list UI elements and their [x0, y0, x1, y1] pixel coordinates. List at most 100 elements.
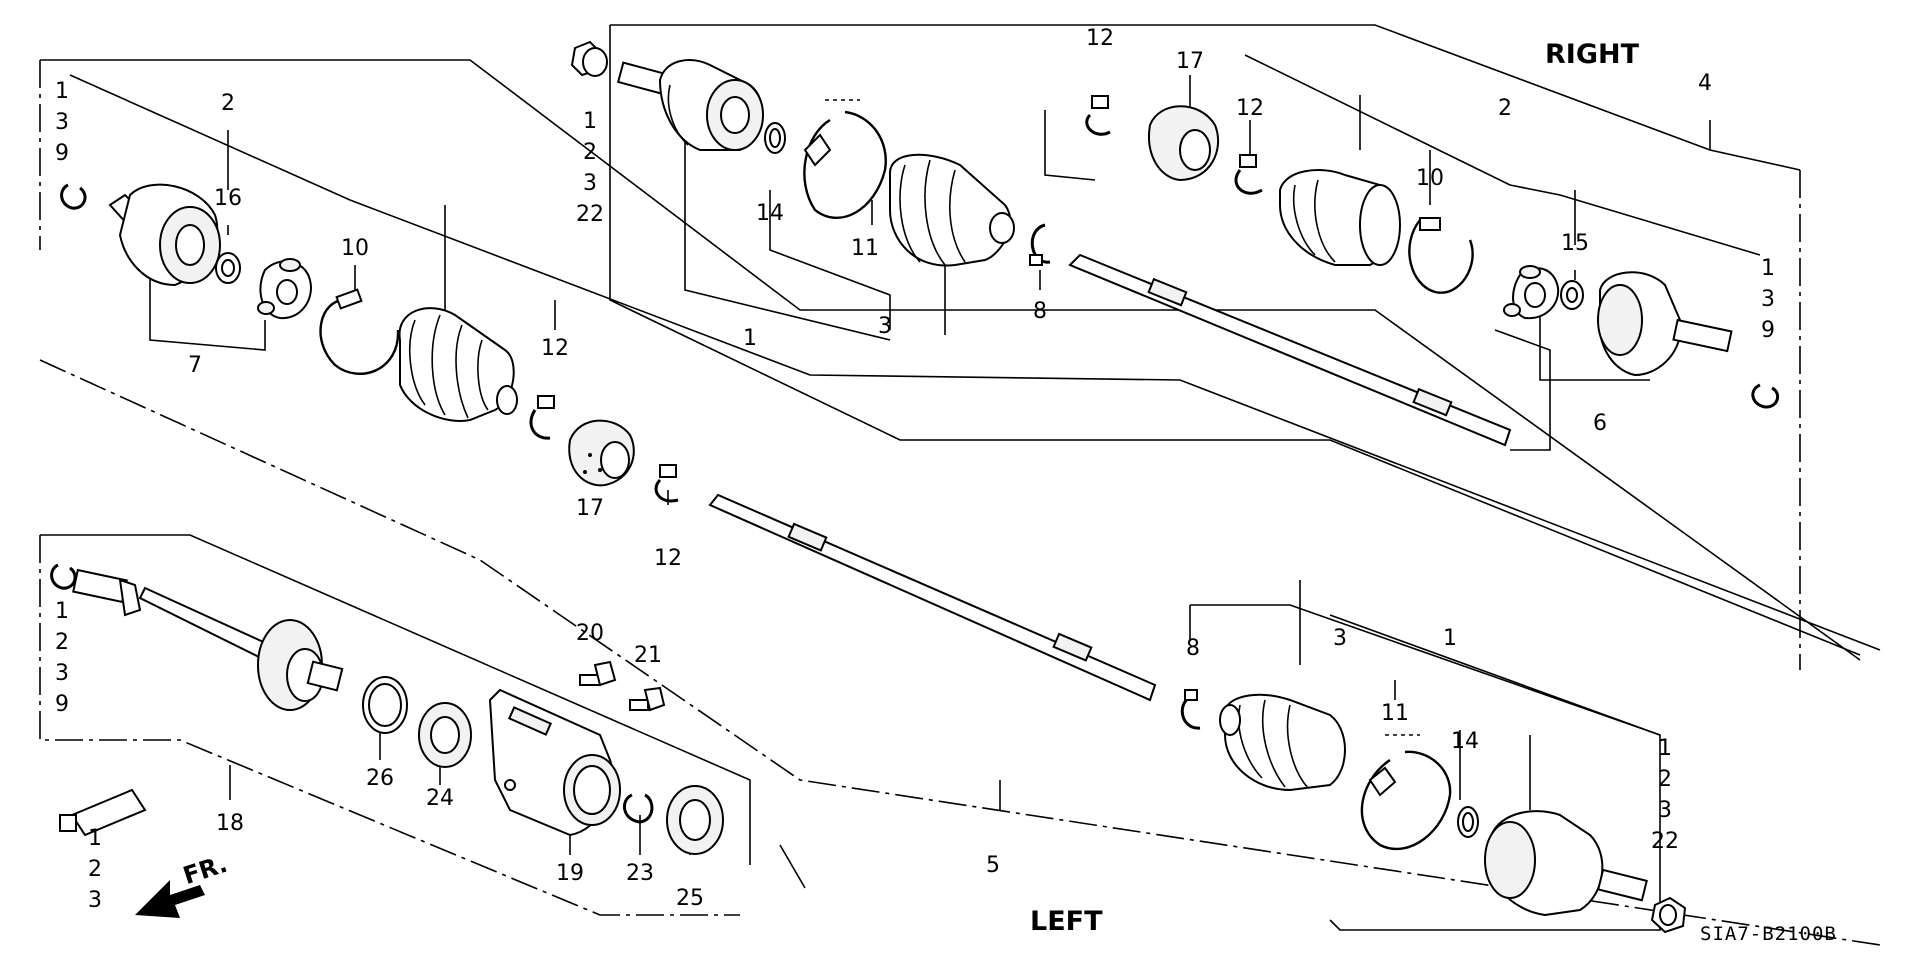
grease-tube — [59, 788, 147, 837]
label-left: LEFT — [1030, 906, 1103, 937]
callout-line: 9 — [55, 141, 69, 166]
callout-line: 1 — [1443, 626, 1457, 651]
spindle-nut-22-br — [1650, 896, 1687, 934]
callout-c-br-3: 3 — [1333, 626, 1347, 651]
callout-line: 1 — [1761, 256, 1775, 281]
tripod-spider-tl — [257, 258, 312, 320]
callout-line: 3 — [583, 171, 597, 196]
callout-line: 9 — [1761, 318, 1775, 343]
callout-c-tl-2: 2 — [221, 91, 235, 116]
callout-line: 11 — [1381, 701, 1409, 726]
callout-line: 22 — [576, 202, 604, 227]
callout-c-tl-a: 1 3 9 — [55, 79, 69, 166]
callout-c-tr-15: 15 — [1561, 231, 1589, 256]
label-right: RIGHT — [1545, 39, 1640, 70]
callout-line: 11 — [851, 236, 879, 261]
callout-c-br-14: 14 — [1451, 729, 1479, 754]
boot-clamp-12-tr-b — [1234, 154, 1263, 195]
callout-line: 7 — [188, 353, 202, 378]
callout-c-tr-4: 4 — [1698, 71, 1712, 96]
callout-line: 3 — [55, 110, 69, 135]
callout-line: 12 — [541, 336, 569, 361]
callout-line: 21 — [634, 643, 662, 668]
callout-c-br-1: 1 — [1443, 626, 1457, 651]
callout-line: 10 — [341, 236, 369, 261]
circlip-9-tr — [1751, 383, 1780, 409]
callout-line: 8 — [1186, 636, 1200, 661]
callout-c-tr-12b: 12 — [1236, 96, 1264, 121]
callout-line: 15 — [1561, 231, 1589, 256]
outer-joint-br — [1484, 810, 1648, 917]
callout-c-tr-12a: 12 — [1086, 26, 1114, 51]
callout-line: 12 — [1236, 96, 1264, 121]
boot-band-11-tc — [803, 99, 887, 220]
boot-band-10-tl — [319, 288, 400, 375]
callout-line: 1 — [1658, 736, 1672, 761]
callout-line: 2 — [583, 140, 597, 165]
circlip-16 — [215, 252, 241, 284]
callout-line: 12 — [1086, 26, 1114, 51]
callout-line: 18 — [216, 811, 244, 836]
frame-lines — [39, 24, 1881, 946]
callout-line: 2 — [88, 857, 102, 882]
callout-line: 3 — [1333, 626, 1347, 651]
callout-c-tl-7: 7 — [188, 353, 202, 378]
callout-line: 3 — [1658, 798, 1672, 823]
callout-line: 22 — [1651, 829, 1679, 854]
boot-band-11-br — [1360, 734, 1452, 851]
callout-c-tc-11: 11 — [851, 236, 879, 261]
callout-c-bl-23: 23 — [626, 861, 654, 886]
circlip-14-tc — [764, 122, 786, 154]
callout-line: 19 — [556, 861, 584, 886]
bearing-support-19 — [488, 688, 621, 837]
callout-c-tl-17: 17 — [576, 496, 604, 521]
callout-line: 3 — [55, 661, 69, 686]
callout-line: 24 — [426, 786, 454, 811]
snap-ring-26 — [362, 676, 408, 734]
half-shaft-right — [1068, 253, 1512, 447]
callout-c-tr-a: 1 3 9 — [1761, 256, 1775, 343]
callout-line: 8 — [1033, 299, 1047, 324]
callout-line: 20 — [576, 621, 604, 646]
callout-line: 5 — [986, 853, 1000, 878]
callout-c-tc-8: 8 — [1033, 299, 1047, 324]
callout-line: 2 — [1658, 767, 1672, 792]
callout-c-bc-5: 5 — [986, 853, 1000, 878]
callout-c-br-11: 11 — [1381, 701, 1409, 726]
callout-c-bl-21: 21 — [634, 643, 662, 668]
callout-c-bl-19: 19 — [556, 861, 584, 886]
boot-br — [1219, 693, 1346, 792]
intermediate-shaft — [72, 568, 344, 711]
callout-c-tc-3: 3 — [878, 314, 892, 339]
bolt-20 — [579, 660, 617, 687]
callout-line: 16 — [214, 186, 242, 211]
callout-c-br-8: 8 — [1186, 636, 1200, 661]
set-ring-8-tc — [1029, 223, 1051, 266]
callout-line: 17 — [576, 496, 604, 521]
boot-clamp-12-tr-a — [1085, 95, 1111, 136]
callout-line: 25 — [676, 886, 704, 911]
boot-clamp-12-tl-b — [654, 464, 679, 503]
callout-line: 12 — [654, 546, 682, 571]
callout-c-tl-12b: 12 — [654, 546, 682, 571]
circlip-9-bl — [50, 563, 77, 590]
inboard-joint-tr — [1597, 271, 1733, 377]
callout-c-tr-10: 10 — [1416, 166, 1444, 191]
callout-line: 1 — [583, 109, 597, 134]
seal-25 — [666, 785, 724, 855]
set-ring-8-br — [1180, 689, 1201, 730]
callout-line: 3 — [1761, 287, 1775, 312]
callout-line: 14 — [756, 201, 784, 226]
callout-c-tl-16: 16 — [214, 186, 242, 211]
bolt-21 — [629, 686, 666, 712]
callout-line: 2 — [1498, 96, 1512, 121]
callout-line: 1 — [55, 79, 69, 104]
boot-clamp-12-tl-a — [529, 395, 555, 440]
callout-line: 1 — [88, 826, 102, 851]
outer-joint-tc — [616, 59, 764, 151]
callout-line: 2 — [55, 630, 69, 655]
callout-line: 4 — [1698, 71, 1712, 96]
